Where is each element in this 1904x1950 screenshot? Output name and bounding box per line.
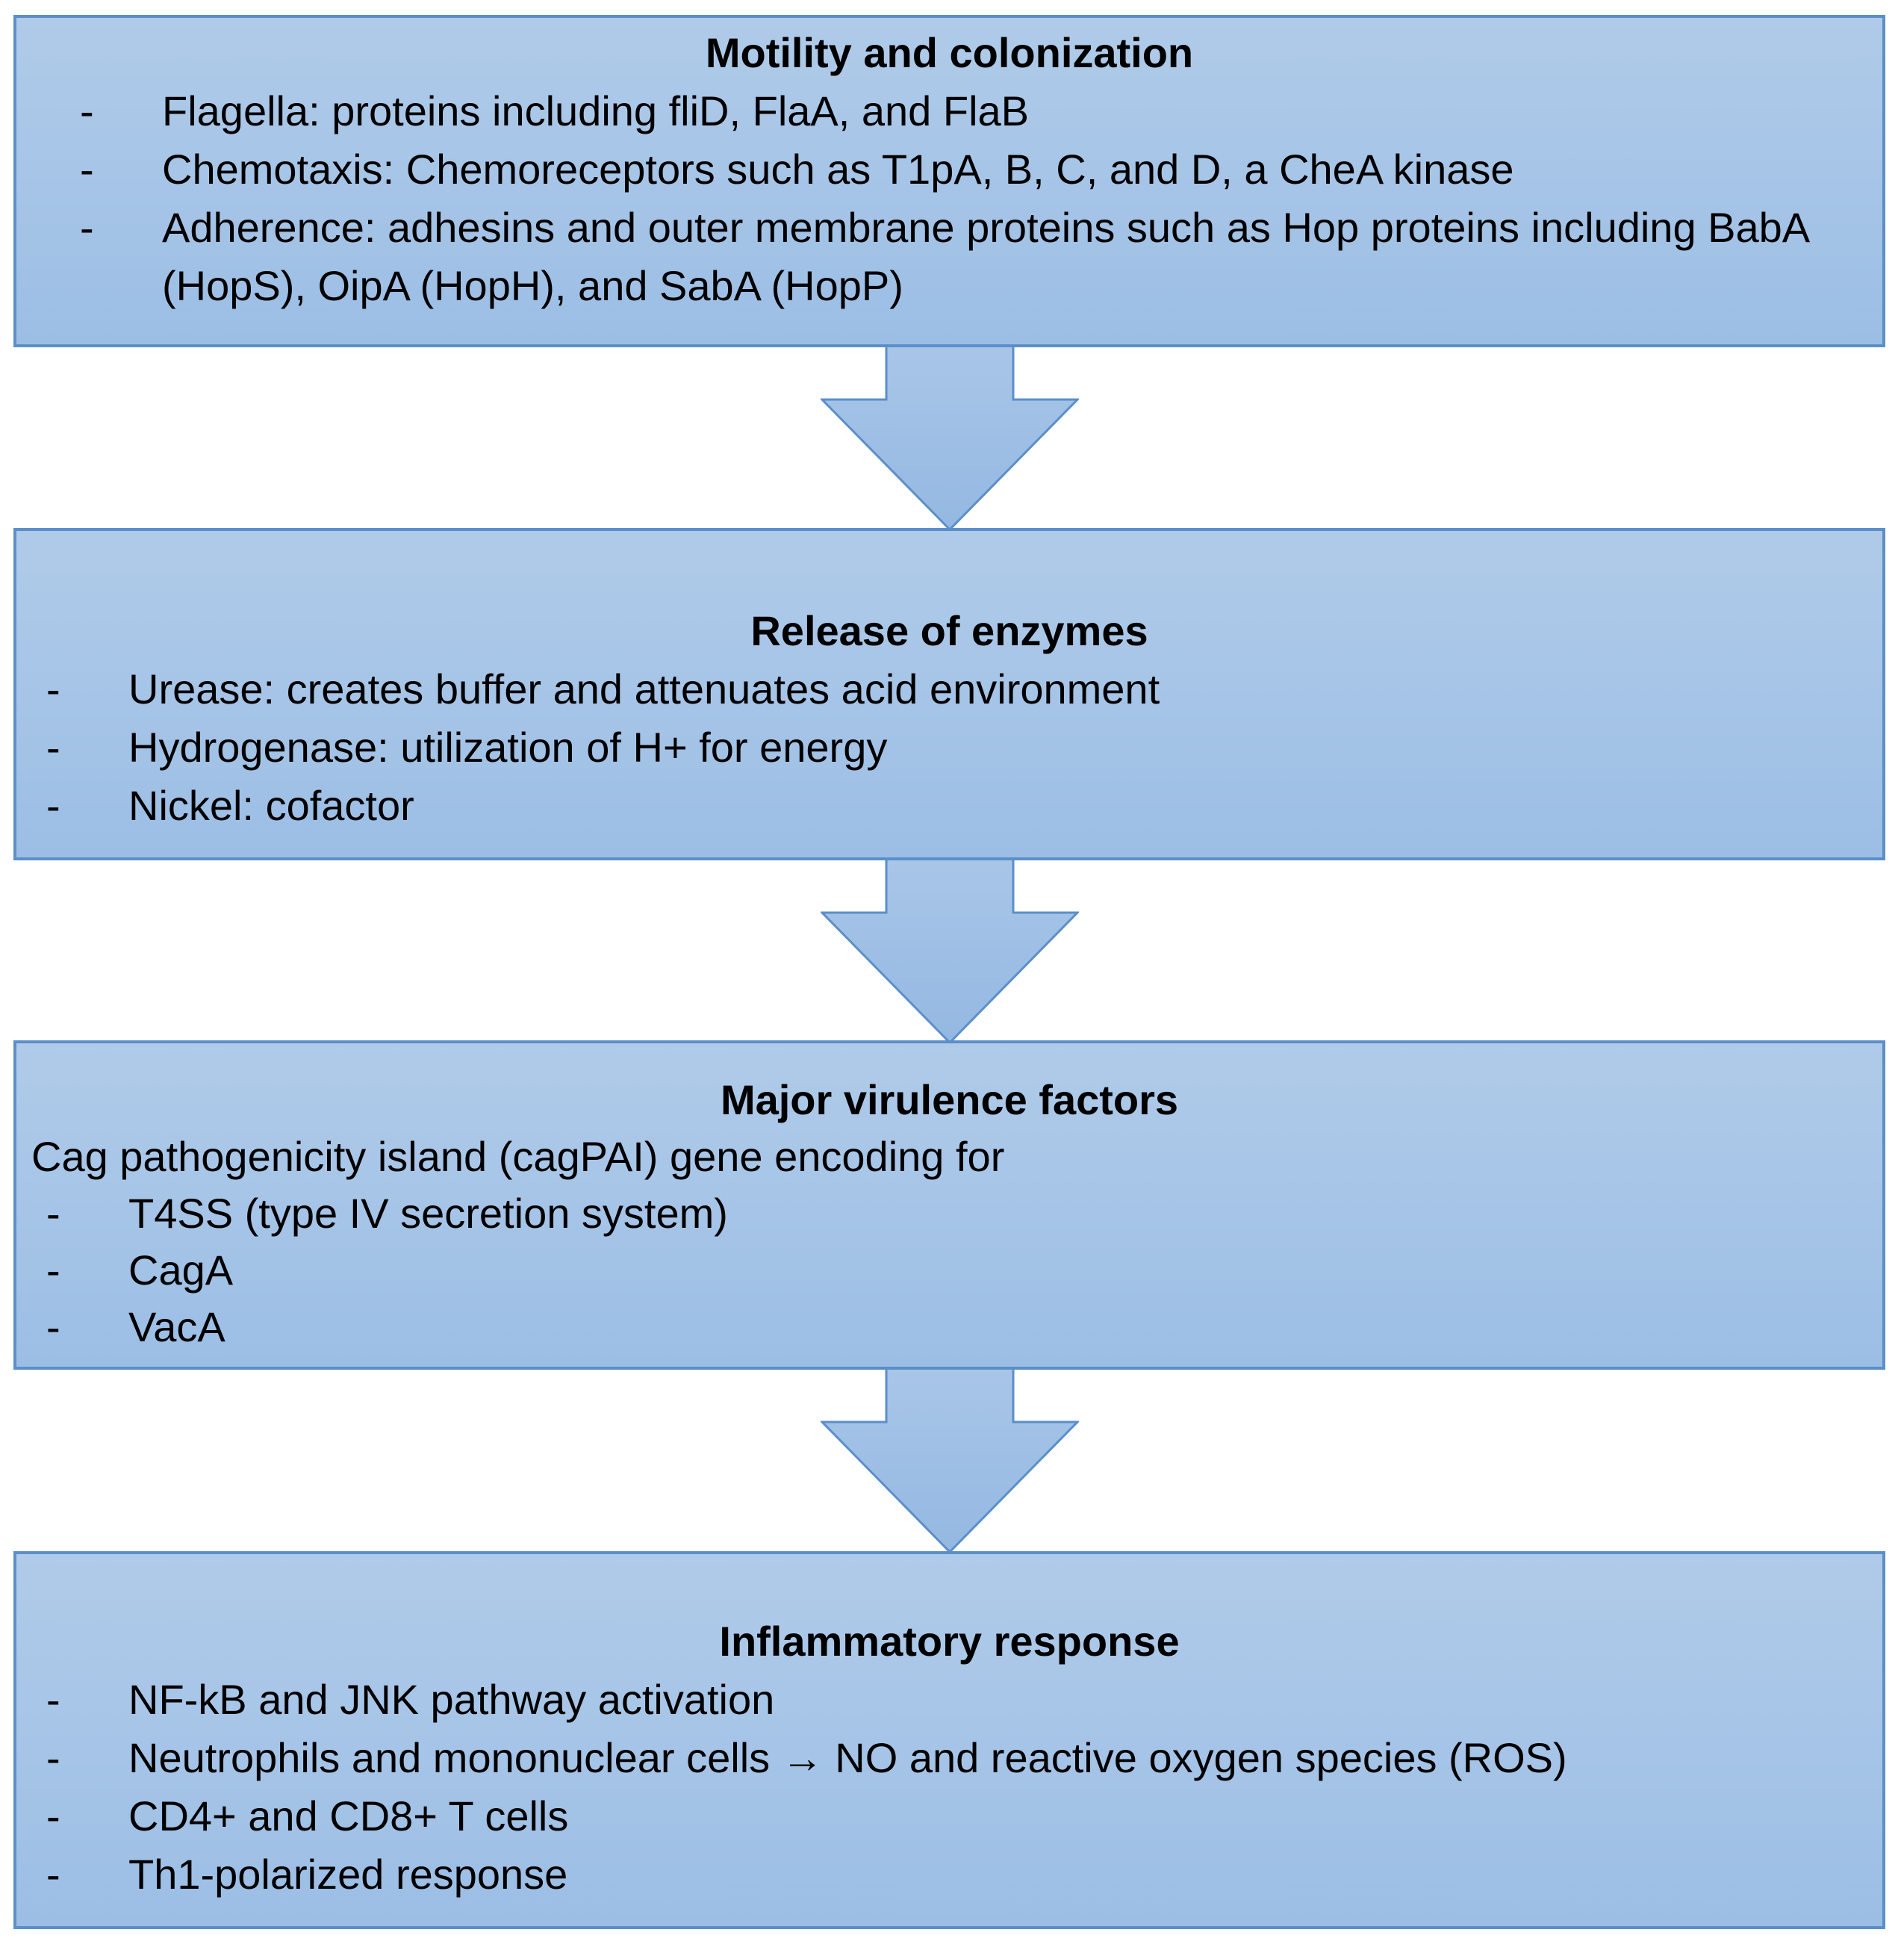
down-arrow-icon xyxy=(821,342,1079,531)
flow-box-inflammatory: Inflammatory response - NF-kB and JNK pa… xyxy=(13,1551,1885,1929)
bullet-item: - Adherence: adhesins and outer membrane… xyxy=(80,199,1882,315)
bullet-item: - Hydrogenase: utilization of H+ for ene… xyxy=(46,718,1882,777)
bullet-item: - VacA xyxy=(46,1299,1882,1356)
bullet-item: - Neutrophils and mononuclear cells → NO… xyxy=(46,1729,1882,1787)
bullet-text: Th1-polarized response xyxy=(128,1851,568,1898)
box-title: Release of enzymes xyxy=(750,607,1148,654)
bullet-dash: - xyxy=(80,146,94,193)
bullet-dash: - xyxy=(46,782,60,829)
bullet-dash: - xyxy=(46,724,60,771)
bullet-item: - T4SS (type IV secretion system) xyxy=(46,1185,1882,1242)
bullet-item: - Chemotaxis: Chemoreceptors such as T1p… xyxy=(80,140,1882,199)
bullet-dash: - xyxy=(46,1190,60,1237)
bullet-dash: - xyxy=(46,665,60,712)
flow-box-virulence: Major virulence factors Cag pathogenicit… xyxy=(13,1040,1885,1370)
bullet-dash: - xyxy=(46,1676,60,1723)
box-title: Inflammatory response xyxy=(719,1618,1180,1665)
box-title: Major virulence factors xyxy=(720,1076,1179,1123)
box-intro-text: Cag pathogenicity island (cagPAI) gene e… xyxy=(31,1133,1005,1180)
bullet-dash: - xyxy=(80,87,94,134)
bullet-item: - Urease: creates buffer and attenuates … xyxy=(46,660,1882,718)
bullet-text: Adherence: adhesins and outer membrane p… xyxy=(162,204,1808,309)
bullet-item: - Flagella: proteins including fliD, Fla… xyxy=(80,82,1882,140)
bullet-text: CagA xyxy=(128,1246,234,1294)
bullet-dash: - xyxy=(80,204,94,251)
bullet-text: CD4+ and CD8+ T cells xyxy=(128,1792,569,1839)
bullet-text: Hydrogenase: utilization of H+ for energ… xyxy=(128,724,888,771)
bullet-item: - CD4+ and CD8+ T cells xyxy=(46,1787,1882,1845)
bullet-dash: - xyxy=(46,1792,60,1839)
down-arrow-icon xyxy=(821,855,1079,1044)
bullet-dash: - xyxy=(46,1246,60,1294)
down-arrow-icon xyxy=(821,1364,1079,1553)
bullet-text: Nickel: cofactor xyxy=(128,782,414,829)
bullet-text: Urease: creates buffer and attenuates ac… xyxy=(128,665,1160,712)
bullet-text: Neutrophils and mononuclear cells → NO a… xyxy=(128,1734,1567,1781)
bullet-item: - Nickel: cofactor xyxy=(46,777,1882,835)
bullet-text: NF-kB and JNK pathway activation xyxy=(128,1676,775,1723)
bullet-text: T4SS (type IV secretion system) xyxy=(128,1190,728,1237)
bullet-item: - Th1-polarized response xyxy=(46,1845,1882,1904)
bullet-item: - CagA xyxy=(46,1242,1882,1299)
bullet-text: VacA xyxy=(128,1303,225,1350)
bullet-item: - NF-kB and JNK pathway activation xyxy=(46,1671,1882,1729)
bullet-dash: - xyxy=(46,1851,60,1898)
bullet-text: Flagella: proteins including fliD, FlaA,… xyxy=(162,87,1030,134)
box-title: Motility and colonization xyxy=(705,29,1194,76)
bullet-dash: - xyxy=(46,1734,60,1781)
flow-box-enzymes: Release of enzymes - Urease: creates buf… xyxy=(13,528,1885,860)
bullet-text: Chemotaxis: Chemoreceptors such as T1pA,… xyxy=(162,146,1514,193)
flow-box-motility: Motility and colonization - Flagella: pr… xyxy=(13,15,1885,347)
bullet-dash: - xyxy=(46,1303,60,1350)
